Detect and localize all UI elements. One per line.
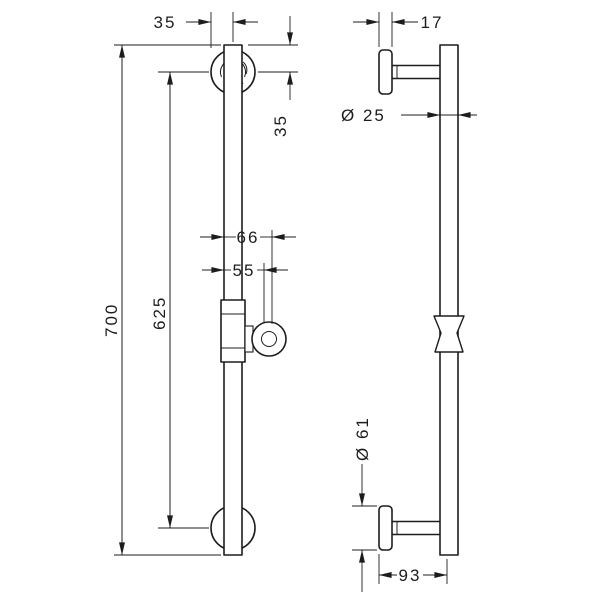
dimension-slider-depth: 66 <box>200 228 296 324</box>
dimension-top-offset: 35 <box>154 12 258 48</box>
dimension-centers-distance: 625 <box>150 71 209 529</box>
side-top-bracket <box>378 49 440 95</box>
dimension-plate-thickness: 17 <box>353 12 444 47</box>
dim-label-top-height: 35 <box>271 114 290 137</box>
side-view <box>378 44 465 556</box>
side-bottom-wall-plate <box>378 505 393 551</box>
dim-label-wall-distance: 93 <box>399 566 422 585</box>
dim-label-top-offset: 35 <box>154 13 177 32</box>
side-slider <box>433 315 465 353</box>
dim-label-slider-depth: 66 <box>237 228 260 247</box>
front-slider <box>220 299 287 363</box>
side-top-wall-plate <box>378 49 393 95</box>
dimension-total-length: 700 <box>102 44 221 556</box>
dimension-wall-distance: 93 <box>378 554 448 585</box>
dim-label-total-length: 700 <box>102 303 121 337</box>
side-bottom-bracket <box>378 505 440 551</box>
dim-label-plate-thickness: 17 <box>421 13 444 32</box>
dimension-bar-diameter: Ø 25 <box>341 106 477 125</box>
dim-label-plate-diameter: Ø 61 <box>353 416 372 461</box>
front-handle-cup <box>251 321 287 357</box>
dim-label-bar-diameter: Ø 25 <box>341 106 386 125</box>
dimension-top-height: 35 <box>248 16 298 137</box>
dimension-holder-depth: 55 <box>202 261 288 322</box>
dim-label-holder-depth: 55 <box>233 261 256 280</box>
dim-label-centers-distance: 625 <box>150 296 169 330</box>
dimension-plate-diameter: Ø 61 <box>352 416 377 592</box>
front-view <box>210 44 287 556</box>
side-bar <box>439 44 459 556</box>
